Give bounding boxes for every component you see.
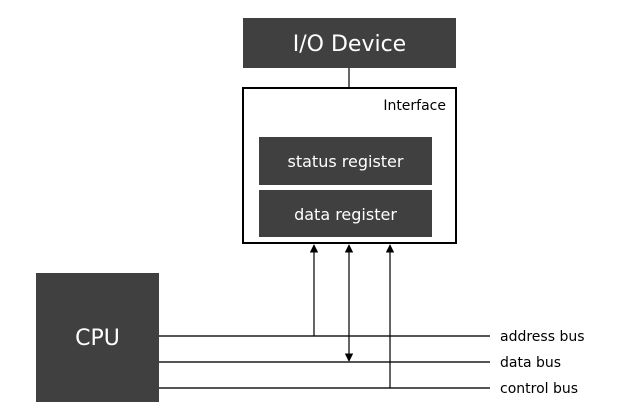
- status-register-box: [259, 137, 432, 185]
- io-device-box: [243, 18, 456, 68]
- io-device-label: I/O Device: [293, 32, 406, 57]
- bus-lines: [159, 335, 490, 389]
- bus-labels: address bus data bus control bus: [500, 329, 585, 397]
- interface-block: Interface status register data register: [242, 87, 457, 244]
- cpu-box: [36, 273, 159, 402]
- control-bus-label: control bus: [500, 381, 578, 397]
- cpu-label: CPU: [75, 326, 120, 351]
- data-register-box: [259, 190, 432, 237]
- interface-label: Interface: [383, 98, 446, 114]
- data-bus-label: data bus: [500, 355, 561, 371]
- io-device-block: I/O Device: [243, 18, 456, 68]
- status-register-label: status register: [288, 152, 404, 171]
- data-register-label: data register: [294, 205, 397, 224]
- bus-interface-arrows: [309, 244, 395, 388]
- cpu-block: CPU: [36, 273, 159, 402]
- address-bus-label: address bus: [500, 329, 585, 345]
